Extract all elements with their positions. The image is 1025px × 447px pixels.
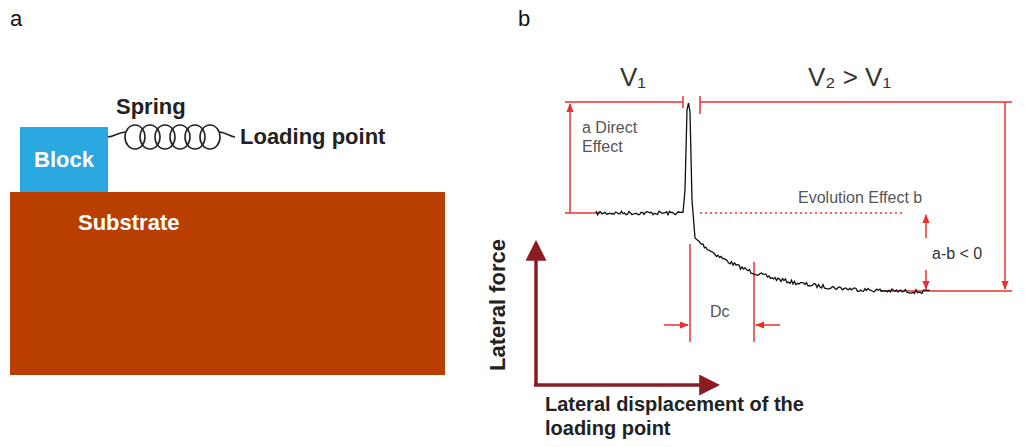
annotation-lines <box>565 96 1012 342</box>
substrate-box: Substrate <box>10 192 445 375</box>
distance-label: Dc <box>710 302 730 321</box>
loading-point-label: Loading point <box>240 124 385 150</box>
block-box: Block <box>20 127 108 192</box>
node-text: Block <box>34 147 94 173</box>
spring-coil <box>108 125 235 149</box>
axes <box>534 244 716 385</box>
axis-label: Lateral displacement of the loading poin… <box>545 392 845 440</box>
force-trace <box>596 103 930 293</box>
panel-letter: a <box>10 6 22 32</box>
axis-label: Lateral force <box>485 239 511 371</box>
node-text: Substrate <box>78 210 179 236</box>
difference-label: a-b < 0 <box>932 244 982 263</box>
direct-effect-label: a Direct Effect <box>582 118 662 156</box>
spring-label: Spring <box>116 94 186 120</box>
velocity-label: V₁ <box>620 62 646 93</box>
panel-letter: b <box>518 6 530 32</box>
evolution-effect-label: Evolution Effect b <box>798 188 922 207</box>
velocity-label: V₂ > V₁ <box>808 62 891 93</box>
